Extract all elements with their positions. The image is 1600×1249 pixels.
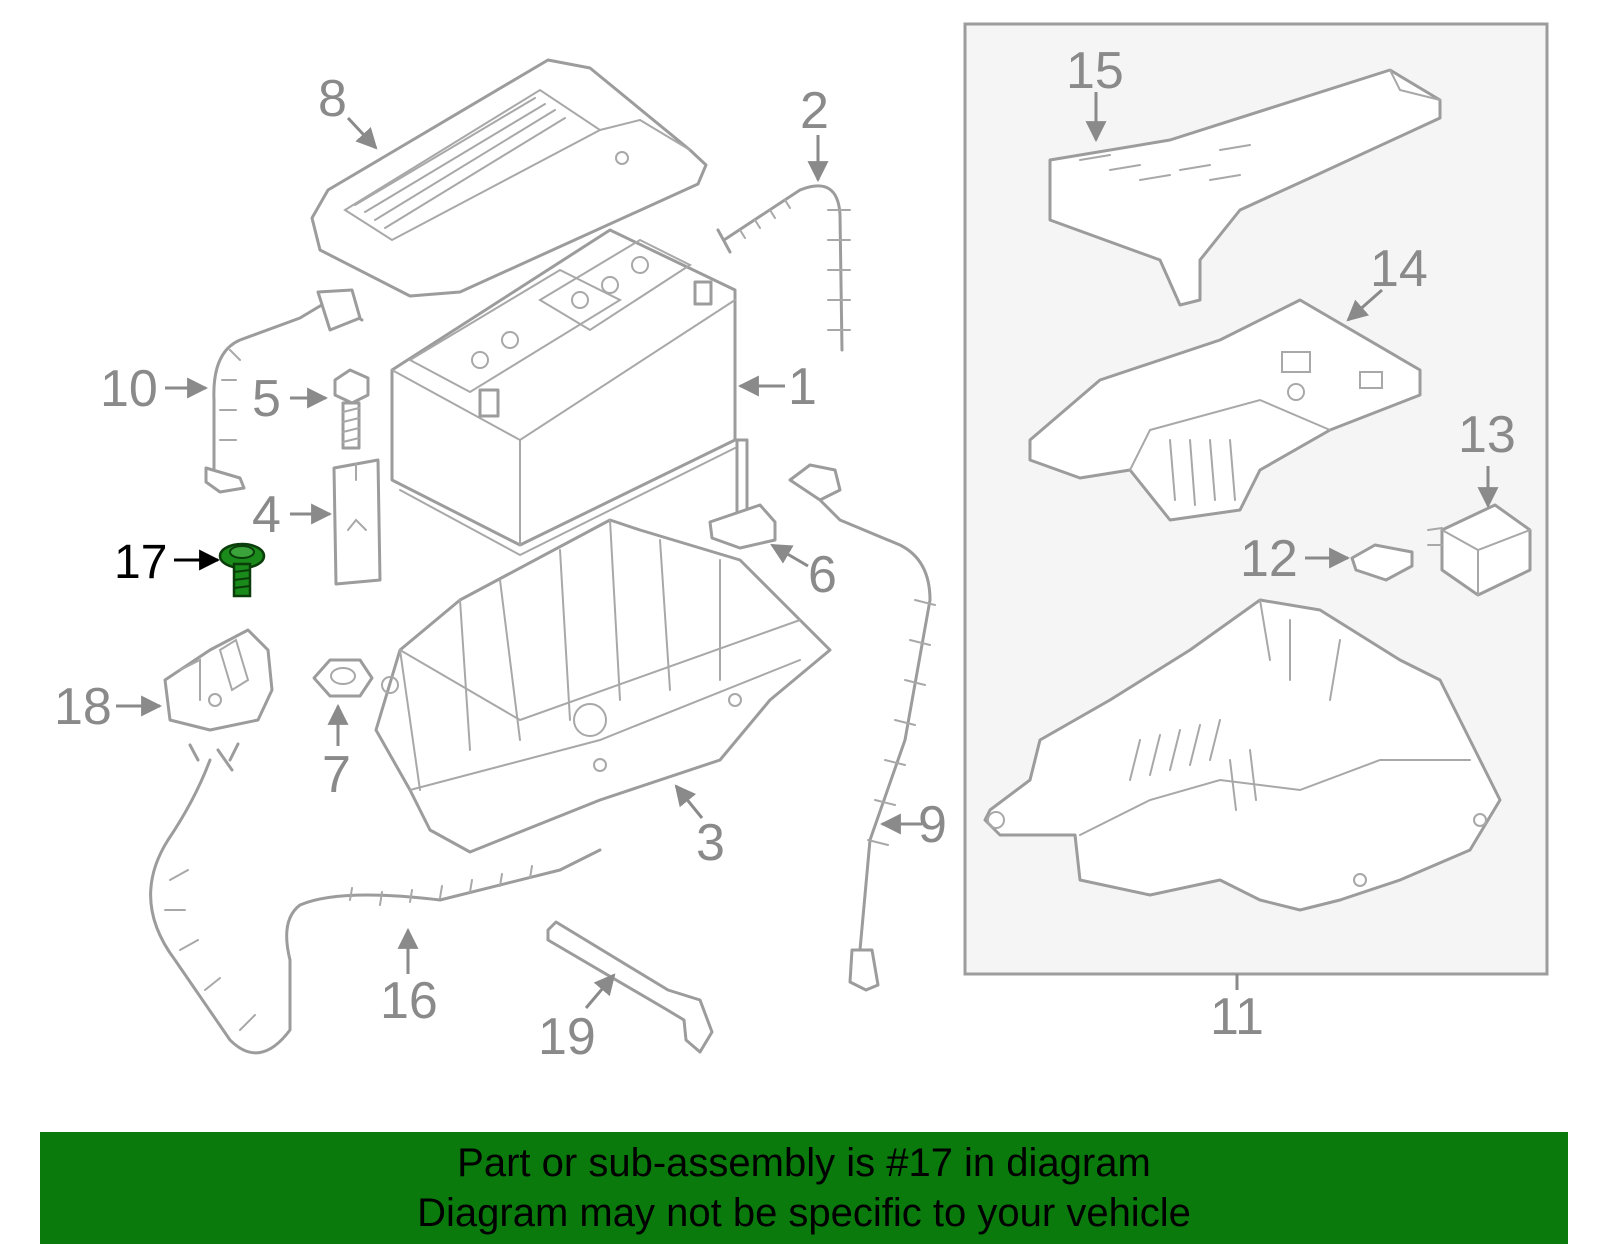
banner-line-disclaimer: Diagram may not be specific to your vehi… [417, 1191, 1191, 1235]
callout-10: 10 [100, 360, 158, 418]
part-11-fuse-box-base[interactable] [983, 598, 1502, 912]
part-18-terminal[interactable] [163, 628, 274, 732]
part-8-battery-cover[interactable] [310, 58, 708, 298]
part-19-strap[interactable] [546, 920, 714, 1054]
part-17-bolt-highlighted[interactable] [218, 542, 266, 598]
callout-16: 16 [380, 972, 438, 1030]
arrow-6 [770, 543, 809, 568]
part-12-fuse[interactable] [1350, 543, 1414, 582]
callout-9: 9 [918, 796, 947, 854]
callout-5: 5 [252, 370, 281, 428]
callout-2: 2 [800, 82, 829, 140]
part-2-cable[interactable] [716, 184, 851, 352]
part-10-cable[interactable] [204, 288, 364, 494]
part-4-bracket[interactable] [332, 458, 382, 586]
part-16-cable[interactable] [149, 742, 602, 1055]
part-14-fuse-panel[interactable] [1028, 298, 1422, 522]
banner-line-part: Part or sub-assembly is #17 in diagram [457, 1141, 1151, 1185]
callout-11: 11 [1210, 988, 1264, 1046]
arrow-14 [1346, 288, 1383, 322]
callout-3: 3 [696, 814, 725, 872]
callout-13: 13 [1458, 406, 1516, 464]
part-15-fuse-cover[interactable] [1048, 68, 1442, 307]
callout-18: 18 [54, 678, 112, 736]
part-9-cable[interactable] [788, 463, 936, 992]
callout-4: 4 [252, 486, 281, 544]
part-5-bolt[interactable] [333, 368, 370, 450]
callout-8: 8 [318, 70, 347, 128]
part-1-battery[interactable] [390, 228, 737, 557]
callout-1: 1 [788, 358, 817, 416]
arrow-19 [584, 973, 616, 1009]
callout-15: 15 [1066, 42, 1124, 100]
callout-12: 12 [1240, 530, 1298, 588]
part-3-battery-tray[interactable] [374, 518, 832, 854]
callout-14: 14 [1370, 240, 1428, 298]
callout-19: 19 [538, 1008, 596, 1066]
part-6-hold-down[interactable] [708, 438, 777, 550]
callout-6: 6 [808, 546, 837, 604]
info-banner: Part or sub-assembly is #17 in diagram D… [40, 1132, 1568, 1244]
part-7-nut[interactable] [312, 658, 374, 698]
callout-17: 17 [114, 536, 167, 589]
arrow-8 [346, 116, 378, 150]
arrow-3 [674, 784, 704, 819]
callout-7: 7 [322, 746, 351, 804]
